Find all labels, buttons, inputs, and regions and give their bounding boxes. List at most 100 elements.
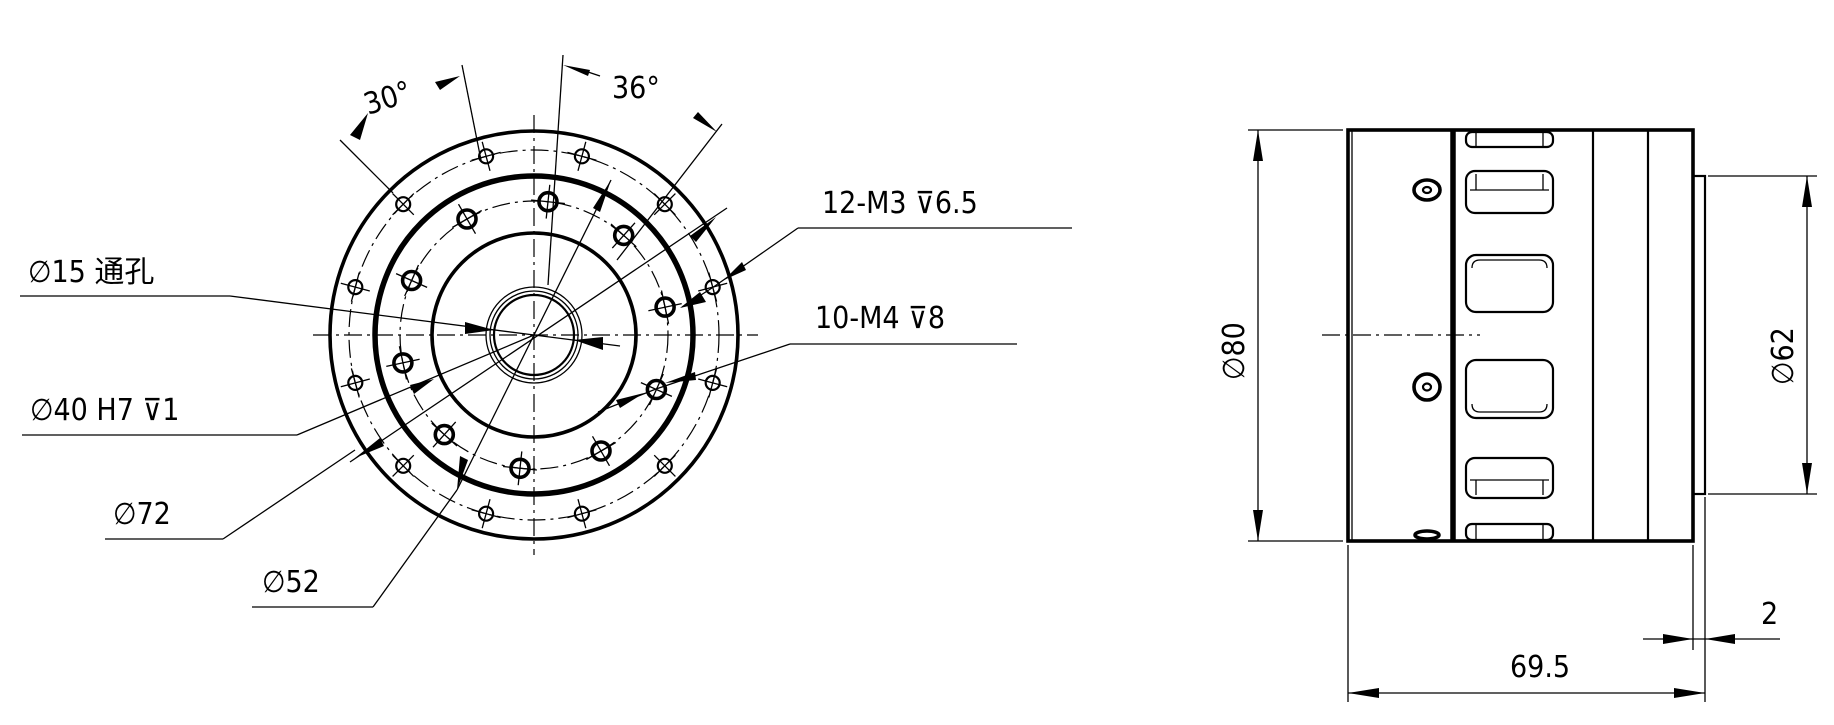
step-label: 2: [1761, 597, 1778, 632]
hole-centermark: [350, 272, 360, 302]
arrow-icon: [563, 65, 590, 76]
arrow-icon: [457, 456, 468, 490]
hole-centermark: [585, 441, 617, 461]
arrow-icon: [410, 379, 434, 394]
screw-hole-icon: [1421, 382, 1433, 392]
arrow-icon: [1253, 130, 1263, 161]
bolt-hole-icon: [433, 423, 456, 446]
inner-pitch-circle: [399, 200, 669, 470]
screw-hole-icon: [1412, 372, 1442, 402]
arrow-icon: [1253, 510, 1263, 541]
hole-centermark: [471, 509, 501, 519]
bolt-hole-icon: [645, 378, 668, 401]
hole-centermark: [471, 151, 501, 161]
hole-centermark: [653, 193, 676, 216]
slot: [1464, 522, 1555, 542]
pilot-diameter-dimension: ∅62: [1708, 175, 1817, 495]
bolt-hole-icon: [456, 208, 478, 230]
hole-centermark: [392, 454, 415, 477]
extension-line: [339, 139, 394, 194]
hole-centermark: [660, 290, 670, 324]
screw-hole-icon: [1421, 185, 1433, 195]
front-view: 30° 36° ∅15 通孔: [20, 54, 1072, 608]
bolt-hole-icon: [395, 196, 412, 213]
slot: [1464, 130, 1555, 149]
hole-centermark: [567, 509, 597, 519]
length-label: 69.5: [1510, 650, 1570, 685]
inner-holes-label: 10-M4 ⊽8: [815, 301, 945, 336]
bore-outer-circle: [485, 286, 583, 384]
bolt-hole-icon: [537, 190, 559, 213]
slot-edge: [1470, 174, 1549, 191]
bolt-hole-icon: [590, 440, 612, 462]
bolt-hole-icon: [392, 352, 414, 374]
bore-circle: [492, 293, 576, 377]
through-hole-callout: ∅15 通孔: [20, 255, 621, 350]
arrow-icon: [1802, 176, 1812, 207]
bore-chamfer-circle: [489, 290, 579, 380]
arrow-icon: [724, 262, 746, 280]
screw-hole-icon: [1412, 178, 1442, 202]
hole-centermark: [653, 454, 676, 477]
bolt-hole-icon: [347, 279, 364, 296]
outer-pcd-callout: ∅72: [105, 449, 356, 540]
arrow-icon: [693, 112, 717, 132]
hole-centermark: [567, 151, 597, 161]
bolt-hole-icon: [656, 457, 673, 474]
angle-label-36: 36°: [612, 71, 660, 106]
slot: [1464, 169, 1555, 215]
arrow-icon: [1705, 634, 1735, 644]
arrow-icon: [1802, 463, 1812, 494]
side-slots: [1464, 130, 1555, 542]
bolt-hole-icon: [478, 505, 495, 522]
bolt-hole-icon: [573, 505, 591, 522]
bolt-hole-icon: [612, 224, 635, 247]
slot-edge: [1470, 479, 1549, 495]
leader-line: [711, 227, 799, 289]
bolt-hole-icon: [478, 148, 495, 165]
outer-diameter-dimension: ∅80: [1217, 129, 1343, 542]
bolt-hole-icon: [509, 457, 531, 480]
arrow-icon: [574, 337, 603, 350]
outer-diameter-label: ∅80: [1217, 322, 1252, 380]
bolt-hole-icon: [654, 296, 676, 318]
bolt-hole-icon: [704, 374, 721, 391]
inner-holes-callout: 10-M4 ⊽8: [597, 301, 1017, 413]
hole-centermark: [392, 193, 415, 216]
arrow-icon: [465, 322, 494, 334]
arrow-icon: [350, 113, 368, 140]
arrow-icon: [1663, 634, 1693, 644]
hole-centermark: [531, 199, 565, 205]
angle-label-30: 30°: [360, 75, 416, 123]
arrow-icon: [616, 393, 644, 408]
hole-centermark: [503, 465, 537, 471]
leader-line: [222, 449, 356, 540]
slot-edge: [1471, 403, 1548, 413]
arrow-icon: [665, 372, 696, 383]
hole-centermark: [708, 368, 718, 398]
slot: [1464, 358, 1555, 420]
inner-face-circle: [430, 231, 638, 439]
dimension-line: [587, 71, 601, 77]
bolt-hole-icon: [347, 374, 364, 391]
arrow-icon: [593, 180, 611, 212]
bolt-hole-icon: [704, 279, 721, 296]
bore-callout: ∅40 H7 ⊽1: [22, 334, 535, 436]
step-dimension: 2: [1643, 597, 1780, 644]
outer-hole-pattern: [340, 141, 728, 529]
outer-pcd-label: ∅72: [113, 497, 171, 532]
outer-body-circle: [328, 129, 740, 541]
screw-hole-icon: [1413, 529, 1441, 541]
side-view: ∅80 ∅62 69.5 2: [1217, 128, 1817, 702]
arrow-icon: [1348, 688, 1379, 698]
ring-circle: [372, 173, 696, 497]
side-screw-holes: [1412, 178, 1442, 541]
inner-hole-pattern: [386, 184, 682, 486]
through-hole-label: ∅15 通孔: [28, 255, 154, 290]
bolt-hole-icon: [395, 457, 412, 474]
hole-centermark: [398, 346, 408, 380]
slot: [1464, 456, 1555, 500]
bore-label: ∅40 H7 ⊽1: [30, 393, 179, 428]
inner-pcd-label: ∅52: [262, 565, 320, 600]
length-dimension: 69.5: [1347, 497, 1706, 702]
